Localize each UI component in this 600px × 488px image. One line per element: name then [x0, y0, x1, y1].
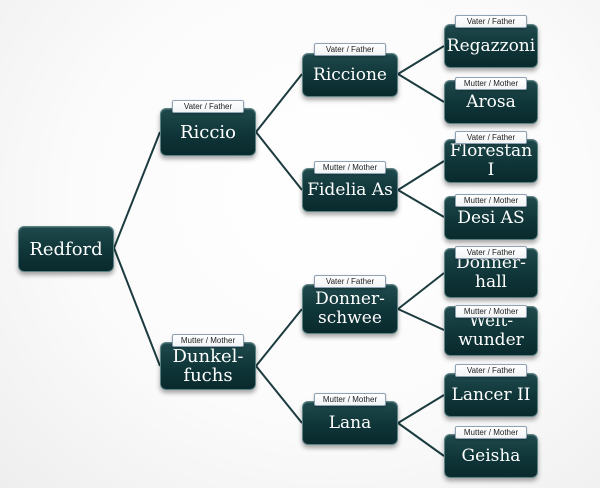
horse-ss-sire: Regazzoni [444, 24, 538, 68]
tag-sire-dam-mother: Mutter / Mother [314, 161, 386, 174]
horse-dd-sire-name: Lancer II [451, 384, 531, 405]
connector-ss-sire [397, 45, 445, 75]
tag-sd-dam-mother: Mutter / Mother [455, 194, 527, 207]
horse-ds-sire-name: Donner- hall [456, 253, 526, 292]
tag-ds-sire-father: Vater / Father [455, 246, 527, 259]
connector-ds-sire [397, 272, 445, 310]
tag-dd-dam-mother: Mutter / Mother [455, 426, 527, 439]
horse-dd-sire: Lancer II [444, 373, 538, 417]
tag-dam-dam-mother: Mutter / Mother [314, 393, 386, 406]
horse-dd-dam: Geisha [444, 434, 538, 478]
tag-sire-father: Vater / Father [172, 100, 244, 113]
horse-ss-sire-name: Regazzoni [446, 35, 536, 56]
horse-ss-dam-name: Arosa [466, 91, 516, 112]
horse-dam-dam: Lana [302, 401, 398, 445]
horse-sd-sire-name: Florestan I [449, 141, 533, 180]
connector-ds-dam [397, 308, 445, 331]
horse-sire-name: Riccio [179, 121, 237, 143]
horse-sire-dam: Fidelia As [302, 168, 398, 212]
connector-subject-sire [113, 131, 161, 249]
horse-dam-sire: Donner- schwee [302, 284, 398, 334]
horse-sire-sire: Riccione [302, 53, 398, 97]
tag-dd-sire-father: Vater / Father [455, 364, 527, 377]
horse-subject-name: Redford [29, 238, 103, 260]
horse-sd-dam-name: Desi AS [457, 207, 525, 228]
connector-sd-dam [397, 189, 445, 218]
tag-sd-sire-father: Vater / Father [455, 131, 527, 144]
horse-sd-sire: Florestan I [444, 139, 538, 183]
tag-dam-sire-father: Vater / Father [314, 275, 386, 288]
connector-ss-dam [397, 73, 445, 103]
horse-dd-dam-name: Geisha [461, 445, 521, 466]
tag-sire-sire-father: Vater / Father [314, 43, 386, 56]
horse-dam-sire-name: Donner- schwee [315, 289, 385, 328]
connector-dam-damdam [255, 365, 303, 424]
horse-dam: Dunkel- fuchs [160, 342, 256, 390]
connector-dd-sire [397, 394, 445, 424]
horse-sire-dam-name: Fidelia As [307, 179, 393, 200]
tag-ss-sire-father: Vater / Father [455, 15, 527, 28]
connector-dd-dam [397, 422, 445, 457]
horse-sire-sire-name: Riccione [313, 64, 387, 85]
connector-sd-sire [397, 160, 445, 191]
connector-dam-damsire [255, 308, 303, 367]
tag-ds-dam-mother: Mutter / Mother [455, 305, 527, 318]
horse-dam-dam-name: Lana [328, 412, 372, 433]
connector-sire-siresire [255, 73, 303, 133]
tag-dam-mother: Mutter / Mother [172, 334, 244, 347]
horse-sire: Riccio [160, 108, 256, 156]
horse-dam-name: Dunkel- fuchs [172, 346, 244, 386]
horse-subject: Redford [18, 226, 114, 272]
connector-sire-siredam [255, 131, 303, 191]
tag-ss-dam-mother: Mutter / Mother [455, 77, 527, 90]
connector-subject-dam [113, 247, 161, 367]
